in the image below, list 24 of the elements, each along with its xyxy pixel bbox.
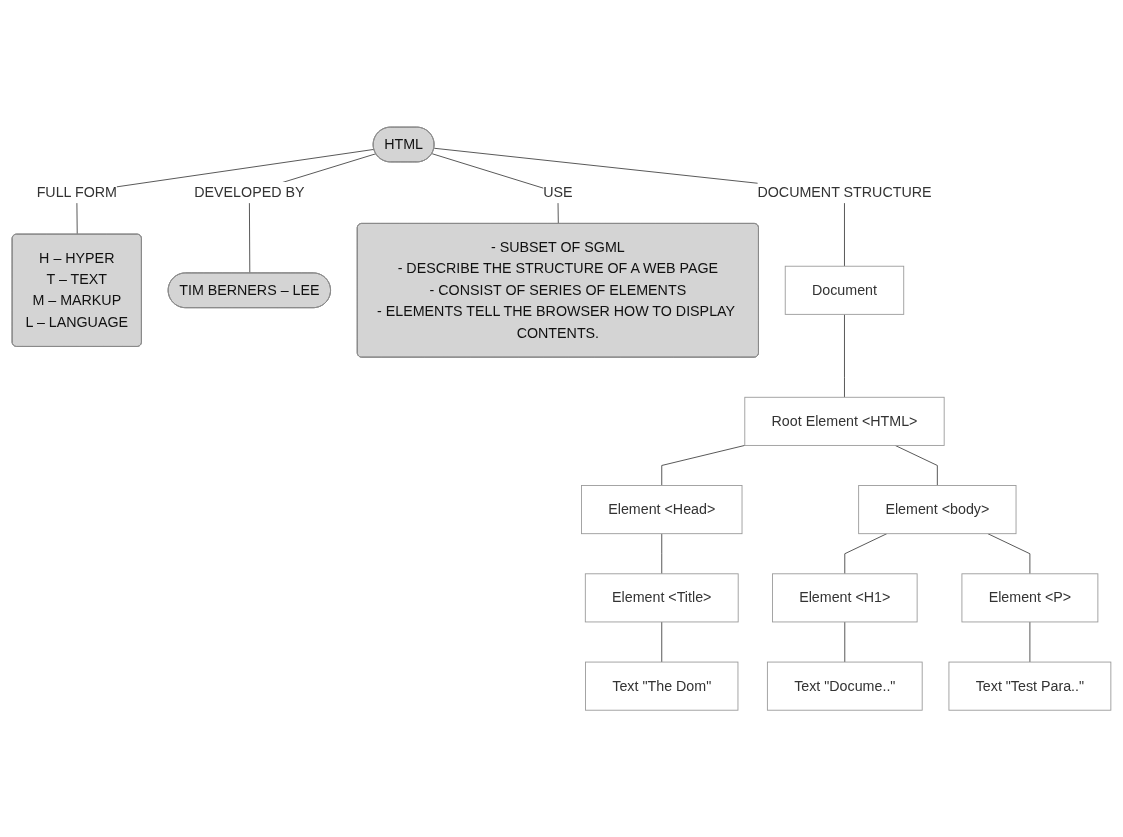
node-box: Document — [784, 265, 905, 315]
connector — [1029, 621, 1031, 663]
node-box: Text "Docume.." — [766, 661, 923, 711]
node-box: Element <Title> — [584, 573, 739, 623]
connector — [661, 444, 746, 486]
node-box: Element <body> — [858, 484, 1017, 534]
connector — [661, 533, 663, 575]
connector — [987, 533, 1031, 575]
node-box: Text "The Dom" — [585, 661, 739, 711]
connector — [76, 148, 375, 235]
connector — [894, 444, 938, 486]
connector — [844, 621, 846, 663]
edge-label: USE — [543, 184, 573, 200]
connector — [661, 621, 663, 663]
edge-label: DOCUMENT STRUCTURE — [757, 184, 932, 200]
node-box: Element <P> — [961, 573, 1099, 623]
edge-label: FULL FORM — [36, 184, 117, 200]
node-box: Element <Head> — [581, 484, 743, 534]
edge-label: DEVELOPED BY — [194, 184, 305, 200]
node-box: Element <H1> — [772, 573, 918, 623]
connector — [844, 313, 845, 398]
connector — [844, 533, 888, 575]
node-box: Text "Test Para.." — [948, 661, 1112, 711]
node-box: Root Element <HTML> — [744, 396, 945, 446]
